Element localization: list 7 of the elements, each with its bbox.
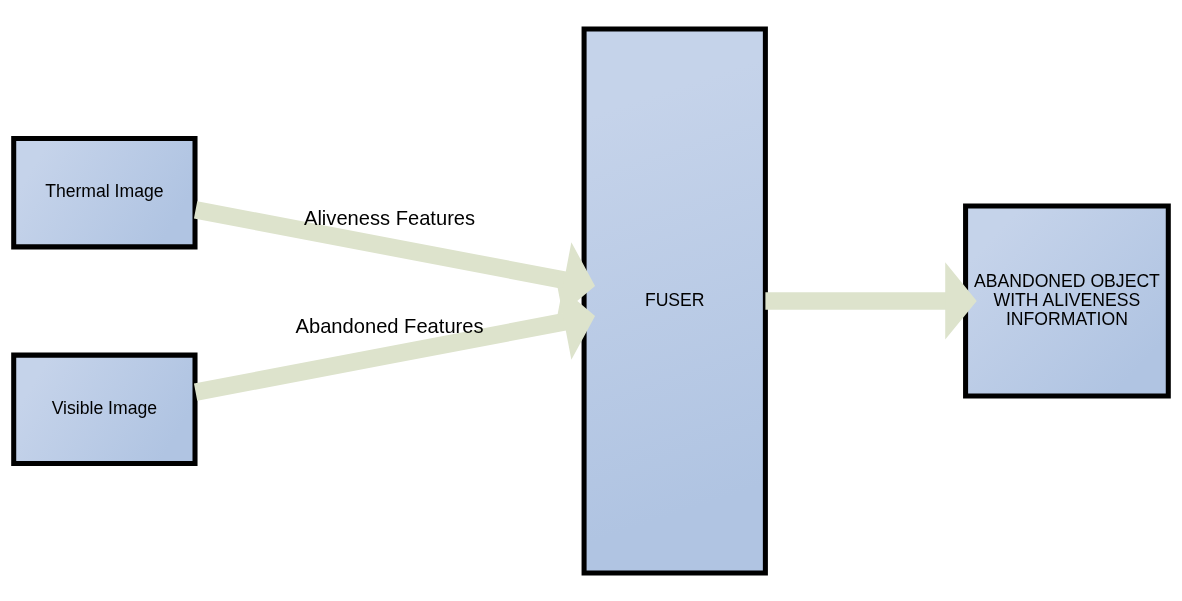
edge-label: Aliveness Features [303,206,476,229]
node-box: Visible Image [11,352,198,466]
node-box: ABANDONED OBJECT WITH ALIVENESS INFORMATION [963,202,1171,399]
edge-label: Abandoned Features [295,314,484,337]
arrow [765,261,977,340]
node-box: Thermal Image [11,135,198,249]
node-box: FUSER [581,26,768,575]
